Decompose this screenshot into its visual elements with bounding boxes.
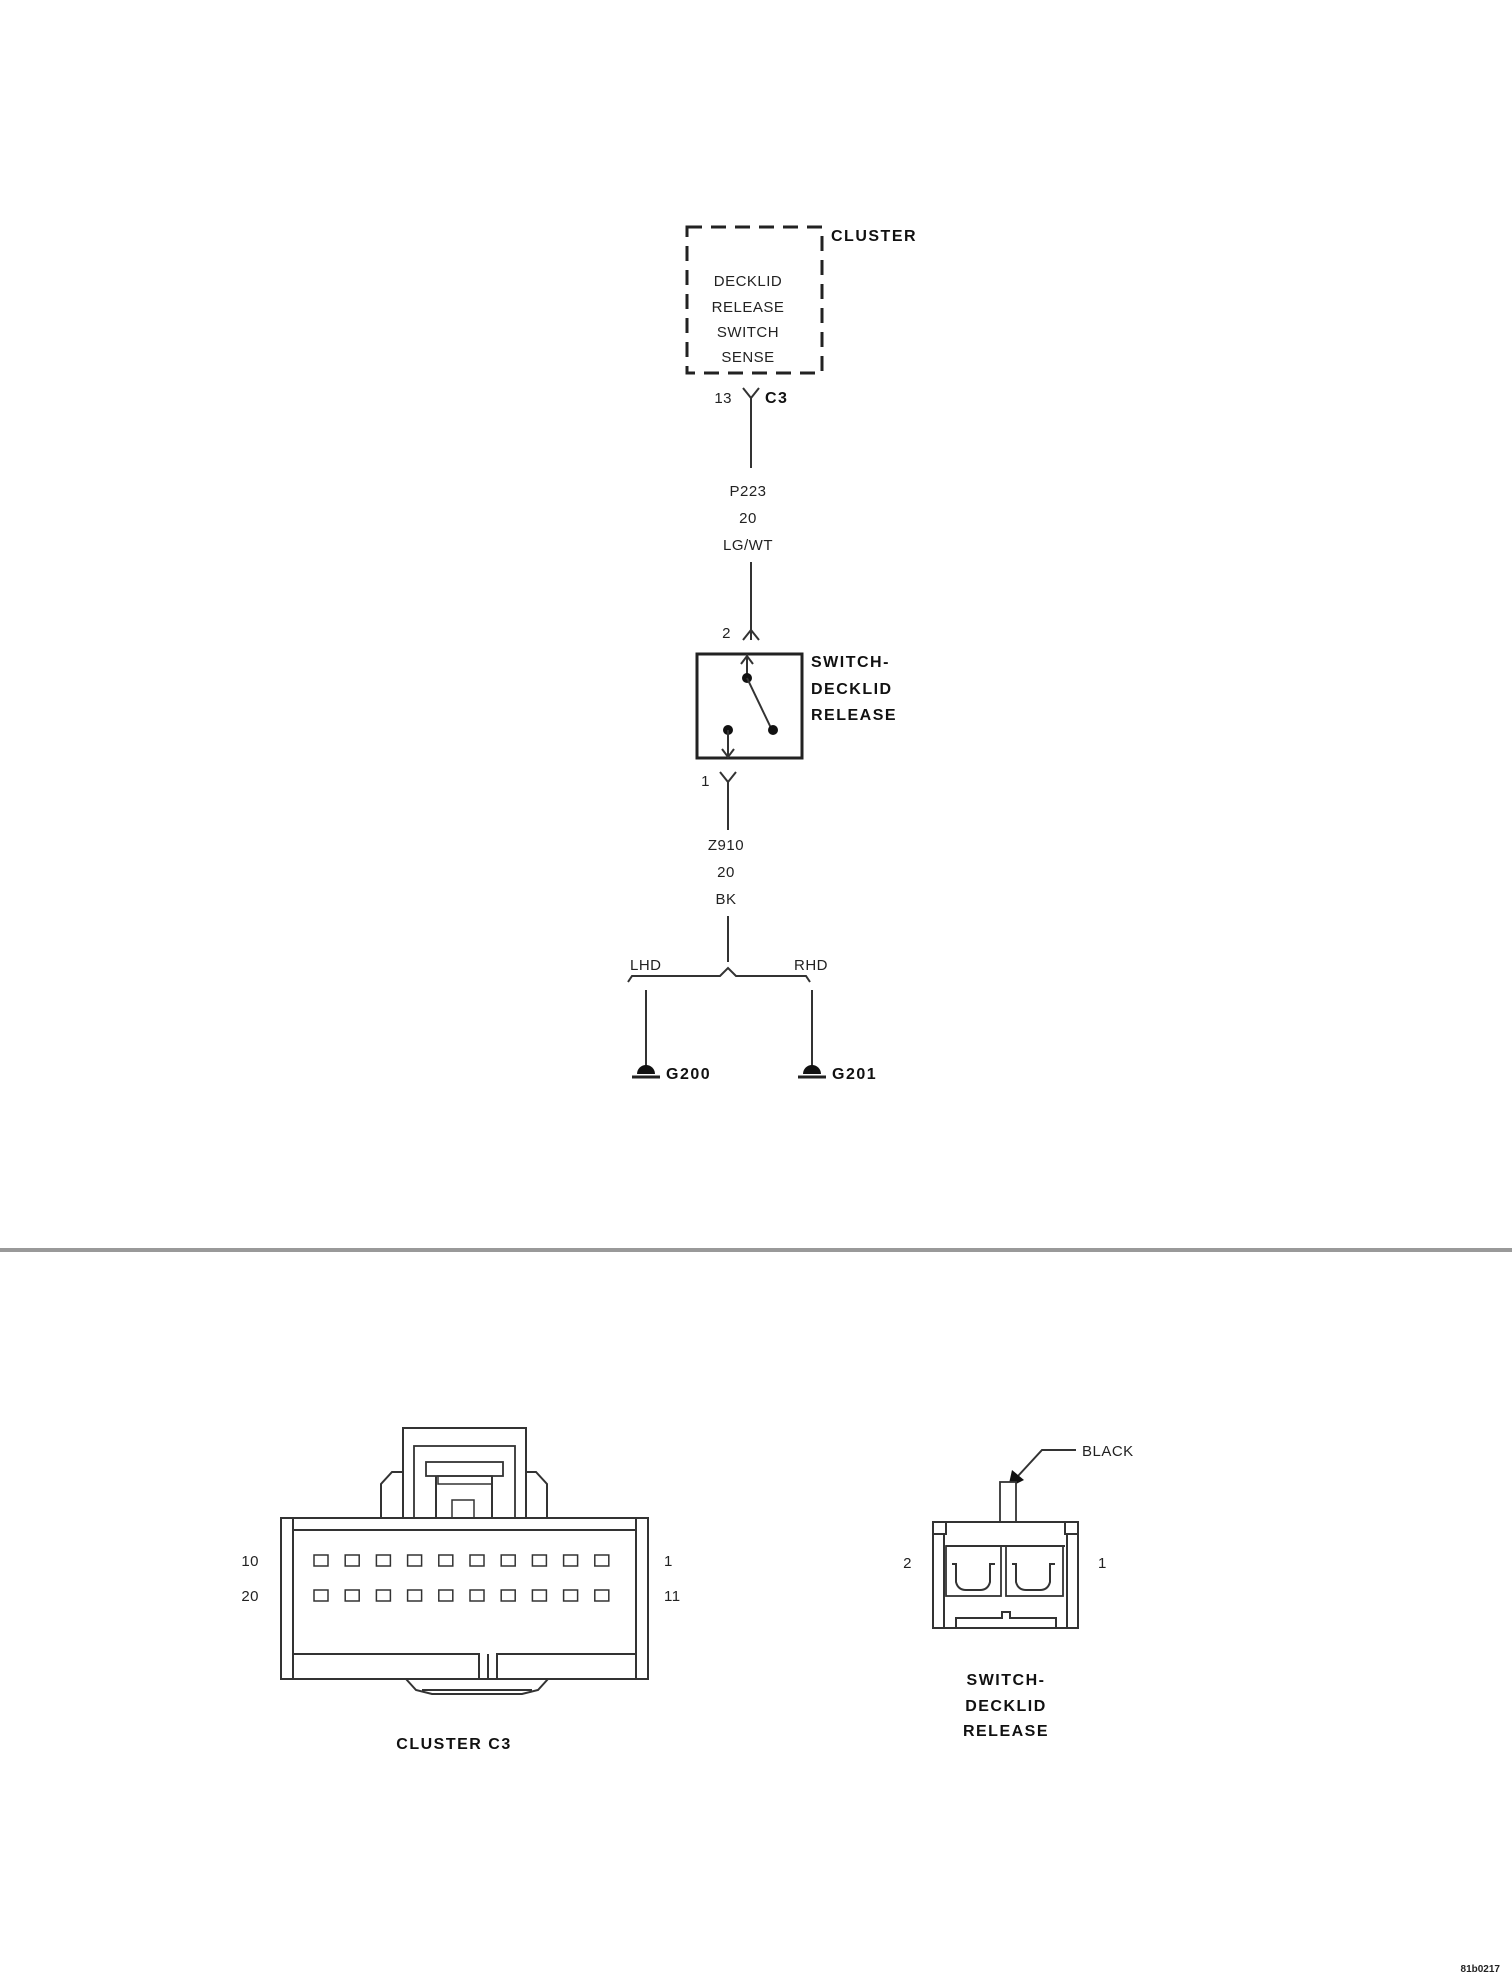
- switch-cavity-2: [945, 1545, 1002, 1597]
- c3-pin-label-20: 20: [241, 1588, 259, 1605]
- c3-pin-cavity: [531, 1589, 548, 1602]
- branch-left-label: LHD: [630, 957, 662, 974]
- cluster-box: [685, 225, 824, 375]
- switch-internal-bottom-arrow: [721, 748, 735, 759]
- switch-terminal-1: [1012, 1563, 1055, 1591]
- cluster-circuit-line-4: SENSE: [721, 349, 774, 366]
- switch-terminal-2: [952, 1563, 995, 1591]
- switch-blade: [746, 677, 772, 729]
- c3-pin-cavity: [375, 1589, 392, 1602]
- switch-pin-top-number: 2: [722, 625, 731, 642]
- switch-connector-view: BLACK 2 1 SWITCH- DECKLID RELEASE: [903, 1443, 1134, 1740]
- cluster-circuit-line-3: SWITCH: [717, 324, 779, 341]
- c3-pin-cavity: [438, 1554, 454, 1567]
- switch-label-line-2: DECKLID: [811, 681, 893, 698]
- schematic: CLUSTER DECKLID RELEASE SWITCH SENSE 13 …: [627, 225, 917, 1083]
- switch-pin-1-symbol: [719, 771, 737, 784]
- cluster-pin-number: 13: [714, 390, 732, 407]
- section-divider: [0, 1248, 1512, 1252]
- ground-g200-symbol: [637, 1065, 655, 1074]
- wire-lower-color: BK: [715, 891, 736, 908]
- c3-latch-right-wing: [526, 1471, 548, 1518]
- c3-pin-cavity: [500, 1589, 516, 1602]
- c3-pin-cavity: [594, 1554, 610, 1567]
- c3-pin-cavity: [562, 1554, 579, 1567]
- c3-pin-cavity: [313, 1554, 329, 1567]
- wire-upper-circuit: P223: [729, 483, 766, 500]
- switch-contact-blade: [768, 725, 778, 735]
- cluster-pin-symbol: [742, 387, 760, 400]
- c3-pin-cavity: [375, 1554, 392, 1567]
- cluster-circuit-line-2: RELEASE: [712, 299, 785, 316]
- c3-pin-cavity: [406, 1589, 423, 1602]
- c3-pin-cavities: [313, 1554, 610, 1602]
- switch-housing-bottom-key: [955, 1611, 1057, 1628]
- cluster-connector-label: C3: [765, 390, 788, 407]
- switch-conn-title-line-2: DECKLID: [965, 1698, 1047, 1715]
- cluster-c3-connector-view: 10 1 20 11 CLUSTER C3: [241, 1427, 681, 1753]
- switch-conn-title-line-3: RELEASE: [963, 1723, 1049, 1740]
- ground-g201-symbol: [803, 1065, 821, 1074]
- c3-latch-left-wing: [380, 1471, 403, 1518]
- c3-pin-cavity: [344, 1589, 360, 1602]
- c3-housing: [280, 1517, 649, 1680]
- switch-wire-color-label: BLACK: [1082, 1443, 1134, 1460]
- switch-label-line-1: SWITCH-: [811, 654, 890, 671]
- c3-pin-cavity: [469, 1589, 485, 1602]
- switch-wire-leader: [1017, 1449, 1076, 1477]
- switch-cavity-1: [1005, 1545, 1064, 1597]
- wire-upper-color: LG/WT: [723, 537, 773, 554]
- c3-pin-cavity: [406, 1554, 423, 1567]
- c3-bottom-tab: [405, 1678, 549, 1695]
- wire-lower-circuit: Z910: [708, 837, 744, 854]
- switch-housing-notches: [933, 1522, 1078, 1535]
- c3-pin-cavity: [438, 1589, 454, 1602]
- c3-pin-label-10: 10: [241, 1553, 259, 1570]
- c3-pin-cavity: [562, 1589, 579, 1602]
- ground-g201-label: G201: [832, 1066, 877, 1083]
- c3-title: CLUSTER C3: [396, 1736, 511, 1753]
- wire-lower-gauge: 20: [717, 864, 735, 881]
- c3-pin-cavity: [531, 1554, 548, 1567]
- c3-pin-label-11: 11: [664, 1588, 681, 1605]
- c3-pin-cavity: [313, 1589, 329, 1602]
- branch-right-label: RHD: [794, 957, 828, 974]
- c3-pin-cavity: [594, 1589, 610, 1602]
- c3-pin-cavity: [469, 1554, 485, 1567]
- c3-key-slot: [293, 1653, 636, 1679]
- branch-splice: [627, 966, 811, 983]
- switch-internal-top-arrow: [740, 654, 754, 665]
- switch-wire-stub: [999, 1481, 1017, 1523]
- switch-conn-pin-label-2: 2: [903, 1555, 912, 1572]
- switch-box: [695, 652, 804, 760]
- switch-pin-2-symbol: [742, 628, 760, 641]
- c3-pin-label-1: 1: [664, 1553, 673, 1570]
- figure-id: 81b0217: [1461, 1964, 1501, 1975]
- switch-conn-pin-label-1: 1: [1098, 1555, 1107, 1572]
- c3-latch-outer: [402, 1427, 527, 1519]
- switch-label-line-3: RELEASE: [811, 707, 897, 724]
- wire-upper-gauge: 20: [739, 510, 757, 527]
- c3-pin-cavity: [500, 1554, 516, 1567]
- c3-pin-cavity: [344, 1554, 360, 1567]
- ground-g200-label: G200: [666, 1066, 711, 1083]
- cluster-circuit-line-1: DECKLID: [714, 273, 783, 290]
- cluster-label: CLUSTER: [831, 228, 917, 245]
- switch-pin-bottom-number: 1: [701, 773, 710, 790]
- switch-conn-title-line-1: SWITCH-: [967, 1672, 1046, 1689]
